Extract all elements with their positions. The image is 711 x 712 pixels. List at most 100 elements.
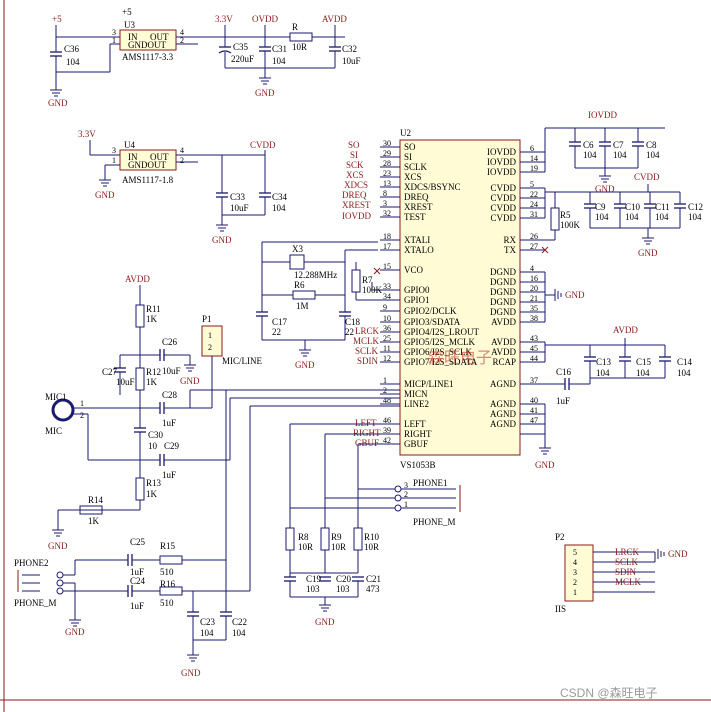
u2-pin-number: 14 bbox=[530, 154, 538, 163]
c35-ref: C35 bbox=[233, 42, 249, 52]
c27-ref: C27 bbox=[102, 367, 118, 377]
c20-ref: C20 bbox=[336, 574, 352, 584]
c7-val: 104 bbox=[613, 150, 627, 160]
sig-so: SO bbox=[348, 140, 360, 150]
c13-val: 104 bbox=[596, 368, 610, 378]
u2-pin-number: 1 bbox=[383, 376, 387, 385]
u2-pin-number: 22 bbox=[530, 190, 538, 199]
u3-regulator: +5 U3 IN OUT GNDOUT AMS1117-3.3 3 4 1 2 bbox=[55, 7, 240, 73]
sig-lrck: LRCK bbox=[355, 326, 380, 336]
u2-pin-number: 36 bbox=[383, 324, 391, 333]
u2-pin-label: XREST bbox=[404, 202, 433, 212]
c14-val: 104 bbox=[677, 368, 691, 378]
u2-pin-number: 31 bbox=[530, 210, 538, 219]
sig-iovdd: IOVDD bbox=[342, 211, 371, 221]
u2-pin-number: 29 bbox=[383, 149, 391, 158]
c22-ref: C22 bbox=[232, 617, 247, 627]
c18-val: 22 bbox=[345, 327, 354, 337]
net-avdd-right: AVDD bbox=[613, 325, 638, 335]
p2-pin-signal: SDIN bbox=[615, 567, 637, 577]
gnd-label: GND bbox=[565, 290, 585, 300]
sig-xrest: XREST bbox=[342, 200, 371, 210]
mic1-ref: MIC1 bbox=[45, 392, 67, 402]
u3-gnd: GNDOUT bbox=[128, 40, 166, 50]
u2-pin-label: XTALI bbox=[404, 235, 430, 245]
u2-pin-label: RIGHT bbox=[404, 429, 432, 439]
r-val: 10R bbox=[292, 42, 307, 52]
net-3v3-u4: 3.3V bbox=[78, 129, 96, 139]
c17-val: 22 bbox=[272, 327, 281, 337]
u2-pin-label: GBUF bbox=[404, 439, 428, 449]
p2-pin-signal: MCLK bbox=[615, 577, 642, 587]
u3-pin1: 1 bbox=[112, 36, 116, 45]
c24-ref: C24 bbox=[130, 576, 146, 586]
p2-pin-number: 3 bbox=[573, 568, 577, 577]
cap-c31: C31 104 bbox=[259, 37, 287, 68]
u2-pin-number: 16 bbox=[530, 274, 538, 283]
u2-pin-number: 43 bbox=[530, 334, 538, 343]
c13-ref: C13 bbox=[596, 357, 612, 367]
r8-val: 10R bbox=[298, 542, 313, 552]
gnd-label: GND bbox=[95, 190, 115, 200]
p1-val: MIC/LINE bbox=[222, 356, 262, 366]
u3-in: IN bbox=[128, 32, 138, 42]
u2-pin-label: RX bbox=[503, 235, 516, 245]
u2-pin-number: 3 bbox=[383, 199, 387, 208]
u2-pin-number: 20 bbox=[530, 284, 538, 293]
r14-val: 1K bbox=[88, 516, 100, 526]
u2-pin-label: GPIO4/I2S_LROUT bbox=[404, 327, 480, 337]
gnd-label: GND bbox=[295, 360, 315, 370]
u2-pin-number: 34 bbox=[383, 292, 391, 301]
u2-pin-number: 48 bbox=[383, 396, 391, 405]
u2-pin-label: AGND bbox=[490, 409, 516, 419]
phone1-pin3: 3 bbox=[404, 481, 408, 490]
resistor-r8 bbox=[285, 527, 295, 551]
u2-pin-label: GPIO3/SDATA bbox=[404, 317, 461, 327]
net-avdd-mic: AVDD bbox=[125, 274, 150, 284]
c29-val: 1uF bbox=[162, 470, 176, 480]
c7-ref: C7 bbox=[613, 140, 624, 150]
resistor-r14 bbox=[79, 505, 103, 515]
c17-ref: C17 bbox=[272, 317, 288, 327]
c25-val: 1uF bbox=[130, 567, 144, 577]
u4-ref: U4 bbox=[124, 140, 135, 150]
u2-pin-label: AGND bbox=[490, 379, 516, 389]
sig-sdin: SDIN bbox=[357, 356, 379, 366]
x3-val: 12.288MHz bbox=[294, 270, 337, 280]
u2-pin-label: DREQ bbox=[404, 192, 429, 202]
r6-val: 1M bbox=[296, 301, 309, 311]
c11-val: 104 bbox=[655, 212, 669, 222]
c26-val: 10uF bbox=[162, 366, 181, 376]
u4-gnd: GNDOUT bbox=[128, 160, 166, 170]
c32-ref: C32 bbox=[342, 44, 357, 54]
sig-xcs: XCS bbox=[346, 170, 364, 180]
c28-ref: C28 bbox=[162, 390, 178, 400]
u2-pin-number: 32 bbox=[383, 209, 391, 218]
u3-name: AMS1117-3.3 bbox=[122, 52, 174, 62]
c33-val: 10uF bbox=[230, 203, 249, 213]
resistor-r6 bbox=[292, 290, 316, 300]
cap-c32: C32 10uF bbox=[329, 37, 361, 68]
r16-ref: R16 bbox=[160, 579, 176, 589]
c27-val: 10uF bbox=[116, 377, 135, 387]
gnd-label: GND bbox=[315, 617, 335, 627]
c6-ref: C6 bbox=[583, 140, 594, 150]
cap-c6: C6 104 bbox=[569, 128, 597, 168]
u3-pin3: 3 bbox=[112, 28, 116, 37]
u2-pin-number: 33 bbox=[383, 282, 391, 291]
cap-c14: C14 104 bbox=[659, 345, 693, 378]
c26-ref: C26 bbox=[162, 337, 178, 347]
u2-pin-label: CVDD bbox=[490, 193, 516, 203]
r16-val: 510 bbox=[160, 598, 174, 608]
cap-c9: C9 104 bbox=[584, 192, 609, 228]
u2-pin-label: GPIO0 bbox=[404, 285, 430, 295]
p2-pin-signal: LRCK bbox=[615, 547, 640, 557]
gnd-label: GND bbox=[180, 376, 200, 386]
resistor-r10 bbox=[353, 527, 363, 551]
u2-pin-number: 26 bbox=[530, 232, 538, 241]
u4-pin4: 4 bbox=[180, 146, 184, 155]
c16-val: 1uF bbox=[556, 396, 570, 406]
c9-ref: C9 bbox=[595, 202, 606, 212]
